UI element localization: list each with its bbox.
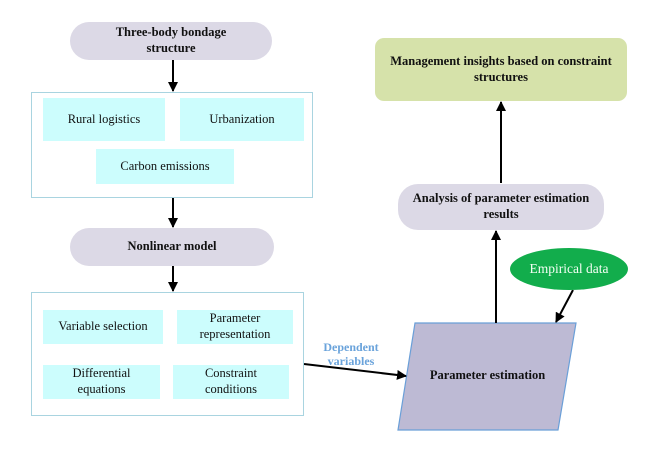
empirical-data-node: Empirical data xyxy=(510,248,628,290)
urbanization-node: Urbanization xyxy=(180,98,304,141)
urbanization-label: Urbanization xyxy=(209,111,275,126)
nonlinear-model-label: Nonlinear model xyxy=(127,239,217,254)
variable-selection-node: Variable selection xyxy=(43,310,163,344)
parameter-estimation-shape xyxy=(397,322,577,431)
three-body-bondage-label: Three-body bondage structure xyxy=(115,25,227,55)
analysis-results-node: Analysis of parameter estimation results xyxy=(398,184,604,230)
constraint-conditions-node: Constraint conditions xyxy=(173,365,289,399)
constraint-conditions-label: Constraint conditions xyxy=(204,366,258,396)
management-insights-label: Management insights based on constraint … xyxy=(390,53,612,84)
arrow-empirical-to-param-est xyxy=(555,289,574,323)
parameter-representation-node: Parameter representation xyxy=(177,310,293,344)
parameter-estimation-label: Parameter estimation xyxy=(429,368,546,382)
carbon-emissions-label: Carbon emissions xyxy=(120,158,210,173)
management-insights-node: Management insights based on constraint … xyxy=(375,38,627,101)
three-body-bondage-node: Three-body bondage structure xyxy=(70,22,272,60)
empirical-data-label: Empirical data xyxy=(529,260,609,276)
nonlinear-model-node: Nonlinear model xyxy=(70,228,274,266)
carbon-emissions-node: Carbon emissions xyxy=(96,149,234,184)
parameter-representation-label: Parameter representation xyxy=(199,311,271,341)
differential-equations-node: Differential equations xyxy=(43,365,160,399)
differential-equations-label: Differential equations xyxy=(72,366,131,396)
arrow-group2-to-param-est xyxy=(303,363,407,380)
rural-logistics-label: Rural logistics xyxy=(67,111,141,126)
rural-logistics-node: Rural logistics xyxy=(43,98,165,141)
dependent-variables-label: Dependent variables xyxy=(323,340,379,369)
analysis-results-label: Analysis of parameter estimation results xyxy=(412,191,590,221)
variable-selection-label: Variable selection xyxy=(58,319,148,334)
